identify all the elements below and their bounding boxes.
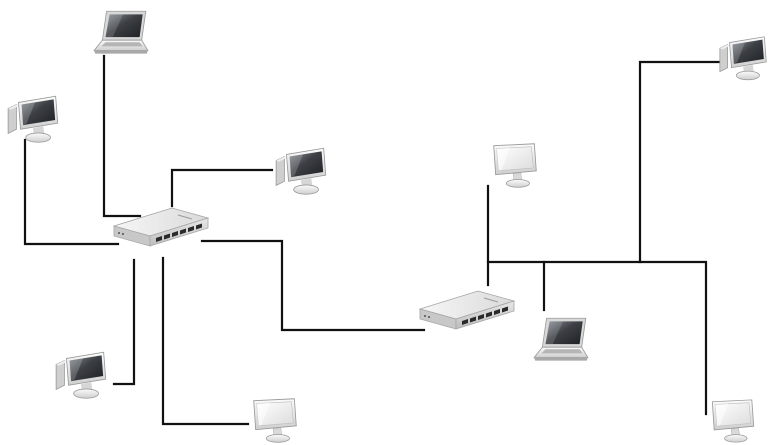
cable-desktop-left <box>23 138 120 246</box>
desktop-computer-icon <box>55 351 107 399</box>
network-switch-icon <box>113 207 209 247</box>
cable-desktop-top-right <box>638 60 724 264</box>
desktop-computer-icon <box>275 147 327 195</box>
monitor-icon <box>493 143 537 188</box>
desktop-computer-icon <box>7 95 59 143</box>
cable-laptop-top-left <box>102 54 142 218</box>
monitor-icon <box>253 398 297 443</box>
cable-right-trunk <box>486 260 708 416</box>
network-switch-icon <box>419 290 515 330</box>
cable-switch-to-switch <box>200 239 426 332</box>
desktop-computer-icon <box>719 36 767 81</box>
cable-desktop-center-top <box>170 168 274 208</box>
cable-desktop-bottom-left <box>112 258 136 386</box>
laptop-icon <box>533 317 589 362</box>
laptop-icon <box>93 10 149 55</box>
monitor-icon <box>711 399 755 443</box>
cable-monitor-bottom-center <box>161 256 250 426</box>
network-cables <box>23 54 724 426</box>
